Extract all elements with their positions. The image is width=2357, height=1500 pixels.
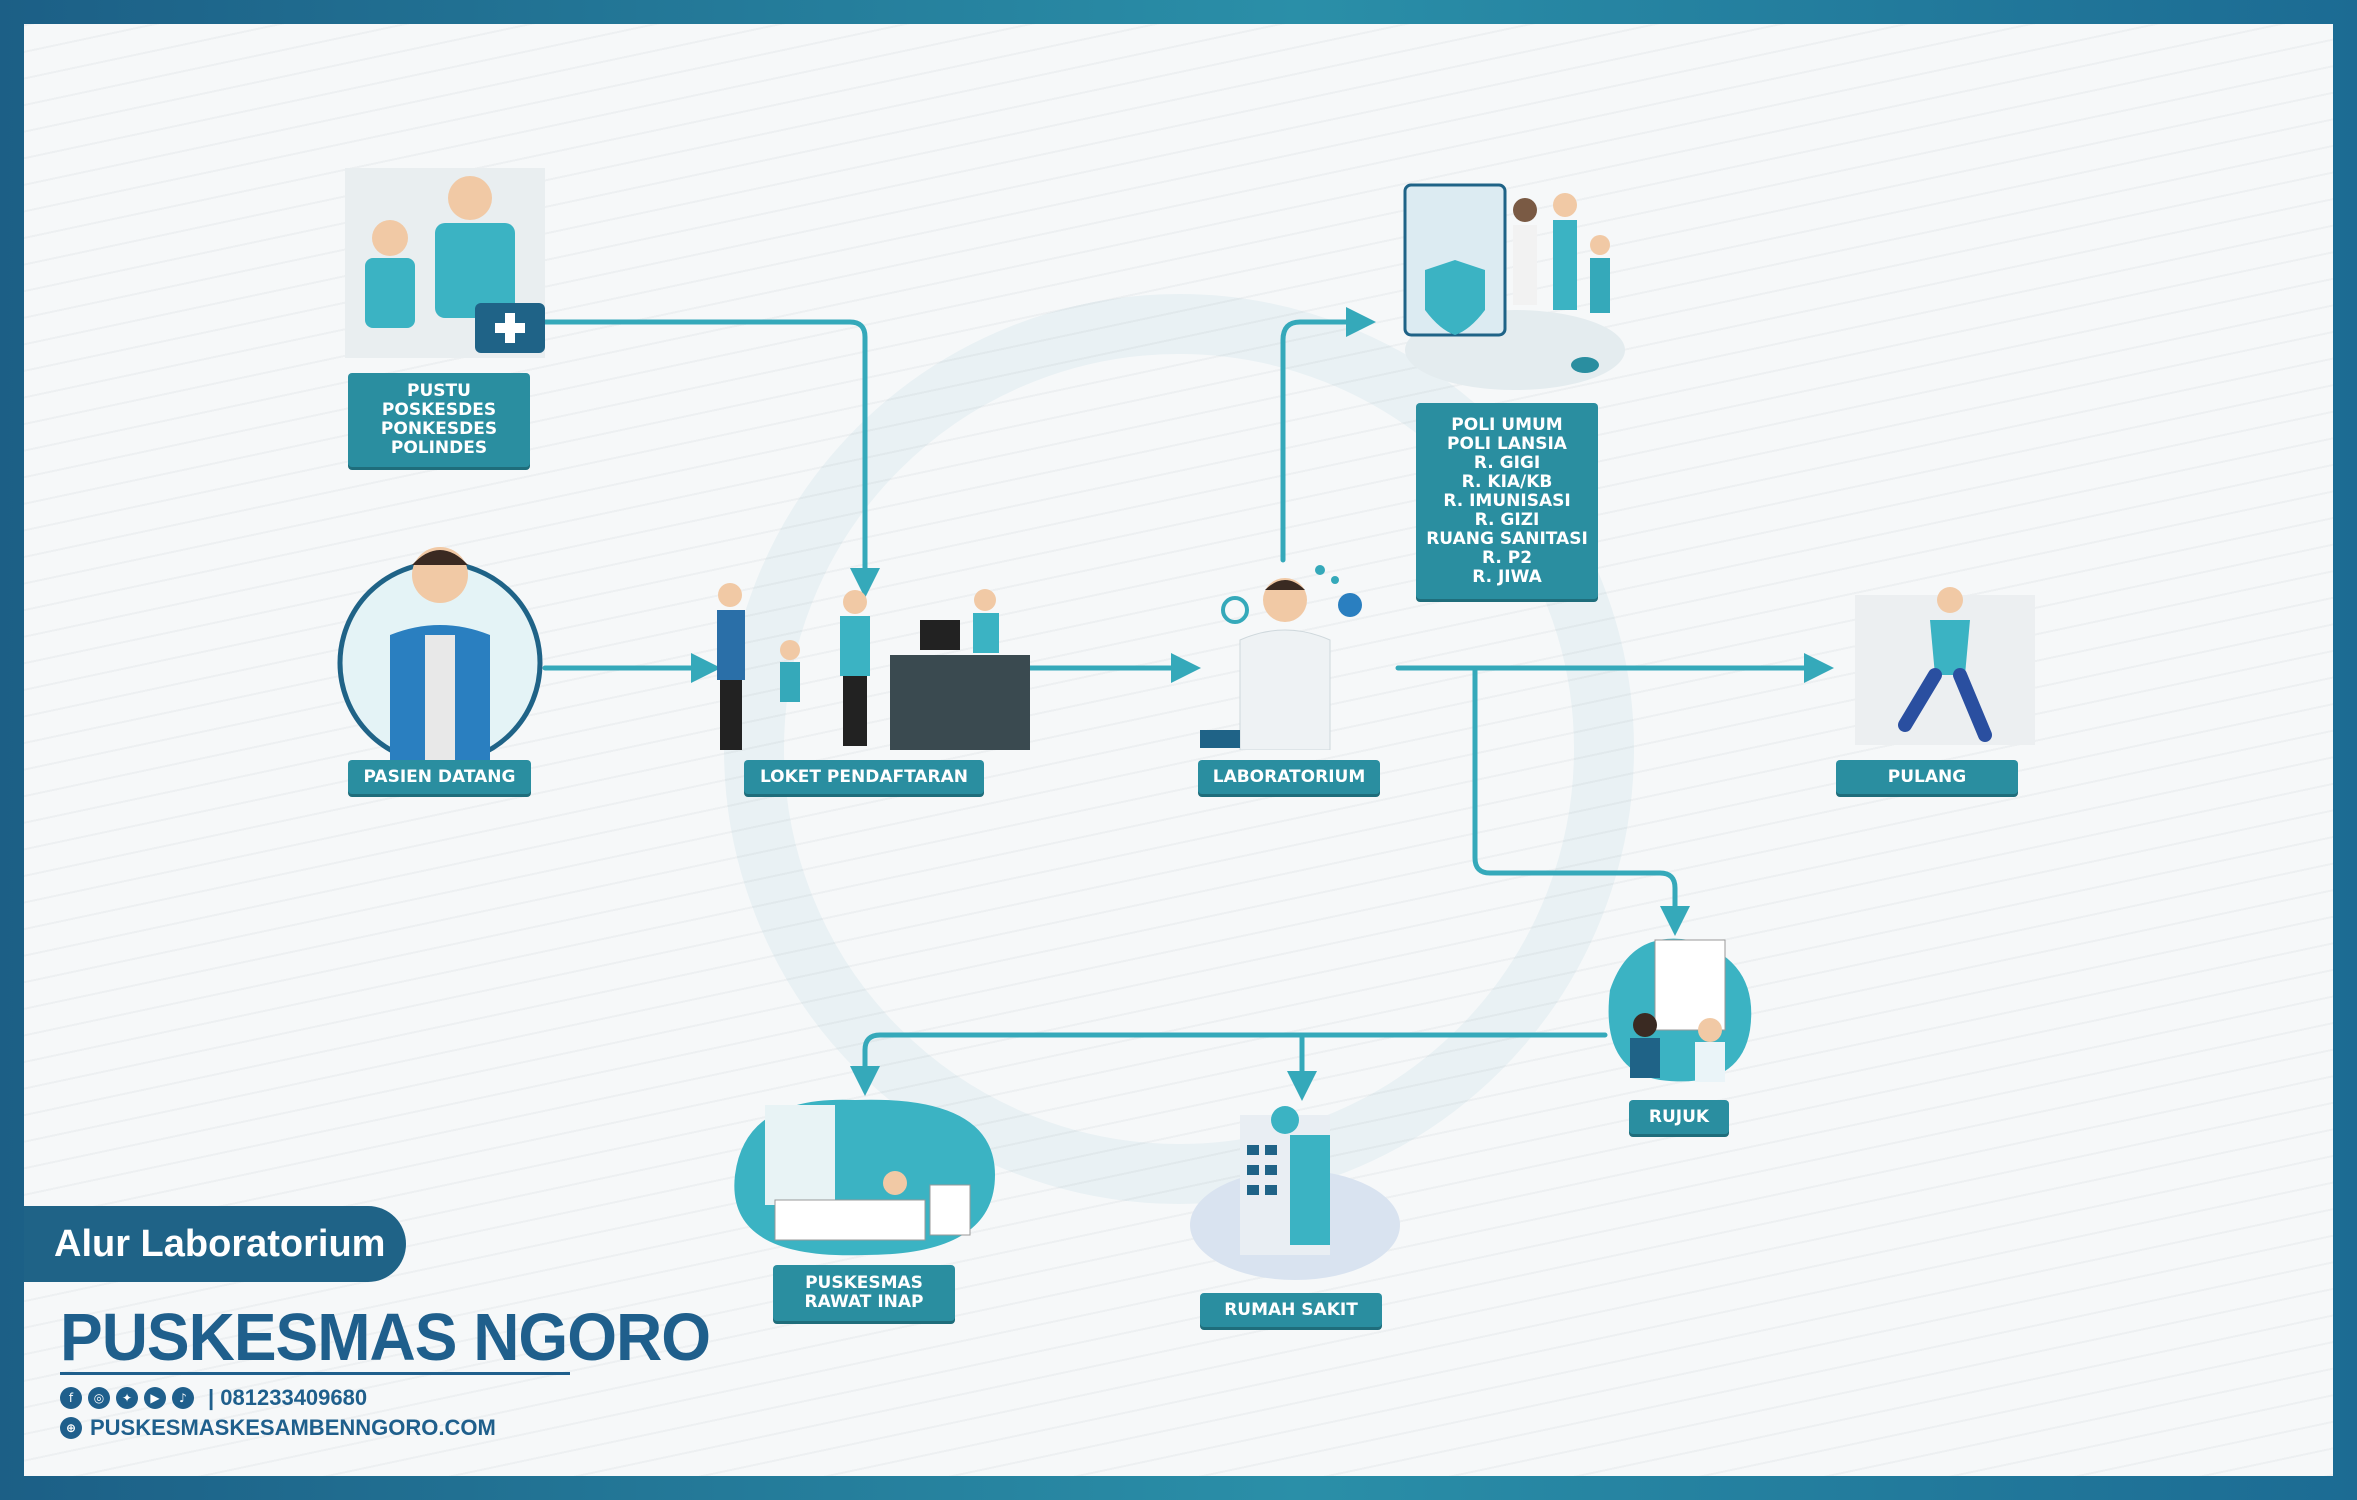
website-row: ⊕ PUSKESMASKESAMBENNGORO.COM <box>60 1415 496 1441</box>
node-pulang: PULANG <box>1836 760 2018 794</box>
instagram-icon[interactable]: ◎ <box>88 1387 110 1409</box>
tiktok-icon[interactable]: ♪ <box>172 1387 194 1409</box>
contact-row: f ◎ ✦ ▶ ♪ | 081233409680 <box>60 1385 367 1411</box>
rawat-inap-illustration <box>734 1099 995 1256</box>
pasien-illustration <box>337 547 543 765</box>
pulang-illustration <box>1855 587 2035 745</box>
phone-number: | 081233409680 <box>208 1385 368 1410</box>
brand-name: PUSKESMAS NGORO <box>60 1299 711 1375</box>
arrow-lab-rujuk <box>1472 665 1690 936</box>
node-poli: POLI UMUM POLI LANSIA R. GIGI R. KIA/KB … <box>1416 403 1598 599</box>
rujuk-illustration <box>1608 938 1752 1082</box>
node-laboratorium: LABORATORIUM <box>1198 760 1380 794</box>
node-pustu: PUSTU POSKESDES PONKESDES POLINDES <box>348 373 530 467</box>
diagram-title: Alur Laboratorium <box>24 1206 406 1282</box>
pustu-illustration <box>345 168 545 358</box>
loket-illustration <box>717 583 1030 750</box>
brand-underline <box>60 1372 570 1375</box>
node-pasien-datang: PASIEN DATANG <box>348 760 531 794</box>
twitter-icon[interactable]: ✦ <box>116 1387 138 1409</box>
node-rumah-sakit: RUMAH SAKIT <box>1200 1293 1382 1327</box>
poli-illustration <box>1403 183 1625 390</box>
arrow-rujuk-rawat <box>850 1032 1608 1096</box>
arrow-lab-poli <box>1280 307 1376 563</box>
node-rawat-inap: PUSKESMAS RAWAT INAP <box>773 1265 955 1321</box>
rumah-sakit-illustration <box>1190 1106 1400 1280</box>
arrow-pustu-loket <box>537 319 880 598</box>
website-link[interactable]: PUSKESMASKESAMBENNGORO.COM <box>90 1415 496 1440</box>
youtube-icon[interactable]: ▶ <box>144 1387 166 1409</box>
node-loket-pendaftaran: LOKET PENDAFTARAN <box>744 760 984 794</box>
lab-illustration <box>1200 565 1362 750</box>
facebook-icon[interactable]: f <box>60 1387 82 1409</box>
globe-icon: ⊕ <box>60 1417 82 1439</box>
node-rujuk: RUJUK <box>1629 1100 1729 1134</box>
